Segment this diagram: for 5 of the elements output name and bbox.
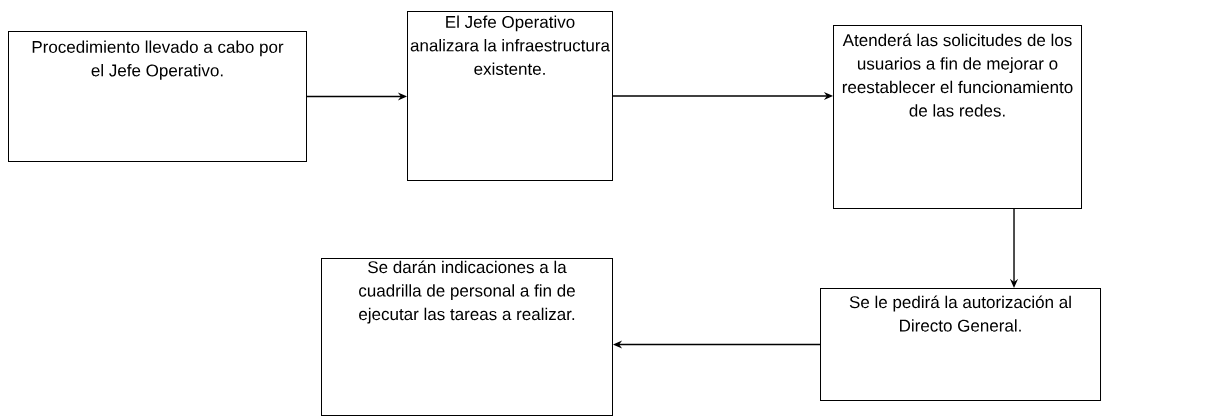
- process-box: Se darán indicaciones a la cuadrilla de personal a fin de ejecutar las tareas a realizar.: [321, 258, 613, 416]
- process-box: Atenderá las solicitudes de los usuarios a fin de mejorar o reestablecer el funcionamiento de las redes.: [833, 25, 1082, 209]
- process-box: Procedimiento llevado a cabo por el Jefe Operativo.: [8, 31, 307, 162]
- process-box: El Jefe Operativo analizara la infraestructura existente.: [407, 11, 613, 181]
- process-box: Se le pedirá la autorización al Directo General.: [820, 288, 1101, 401]
